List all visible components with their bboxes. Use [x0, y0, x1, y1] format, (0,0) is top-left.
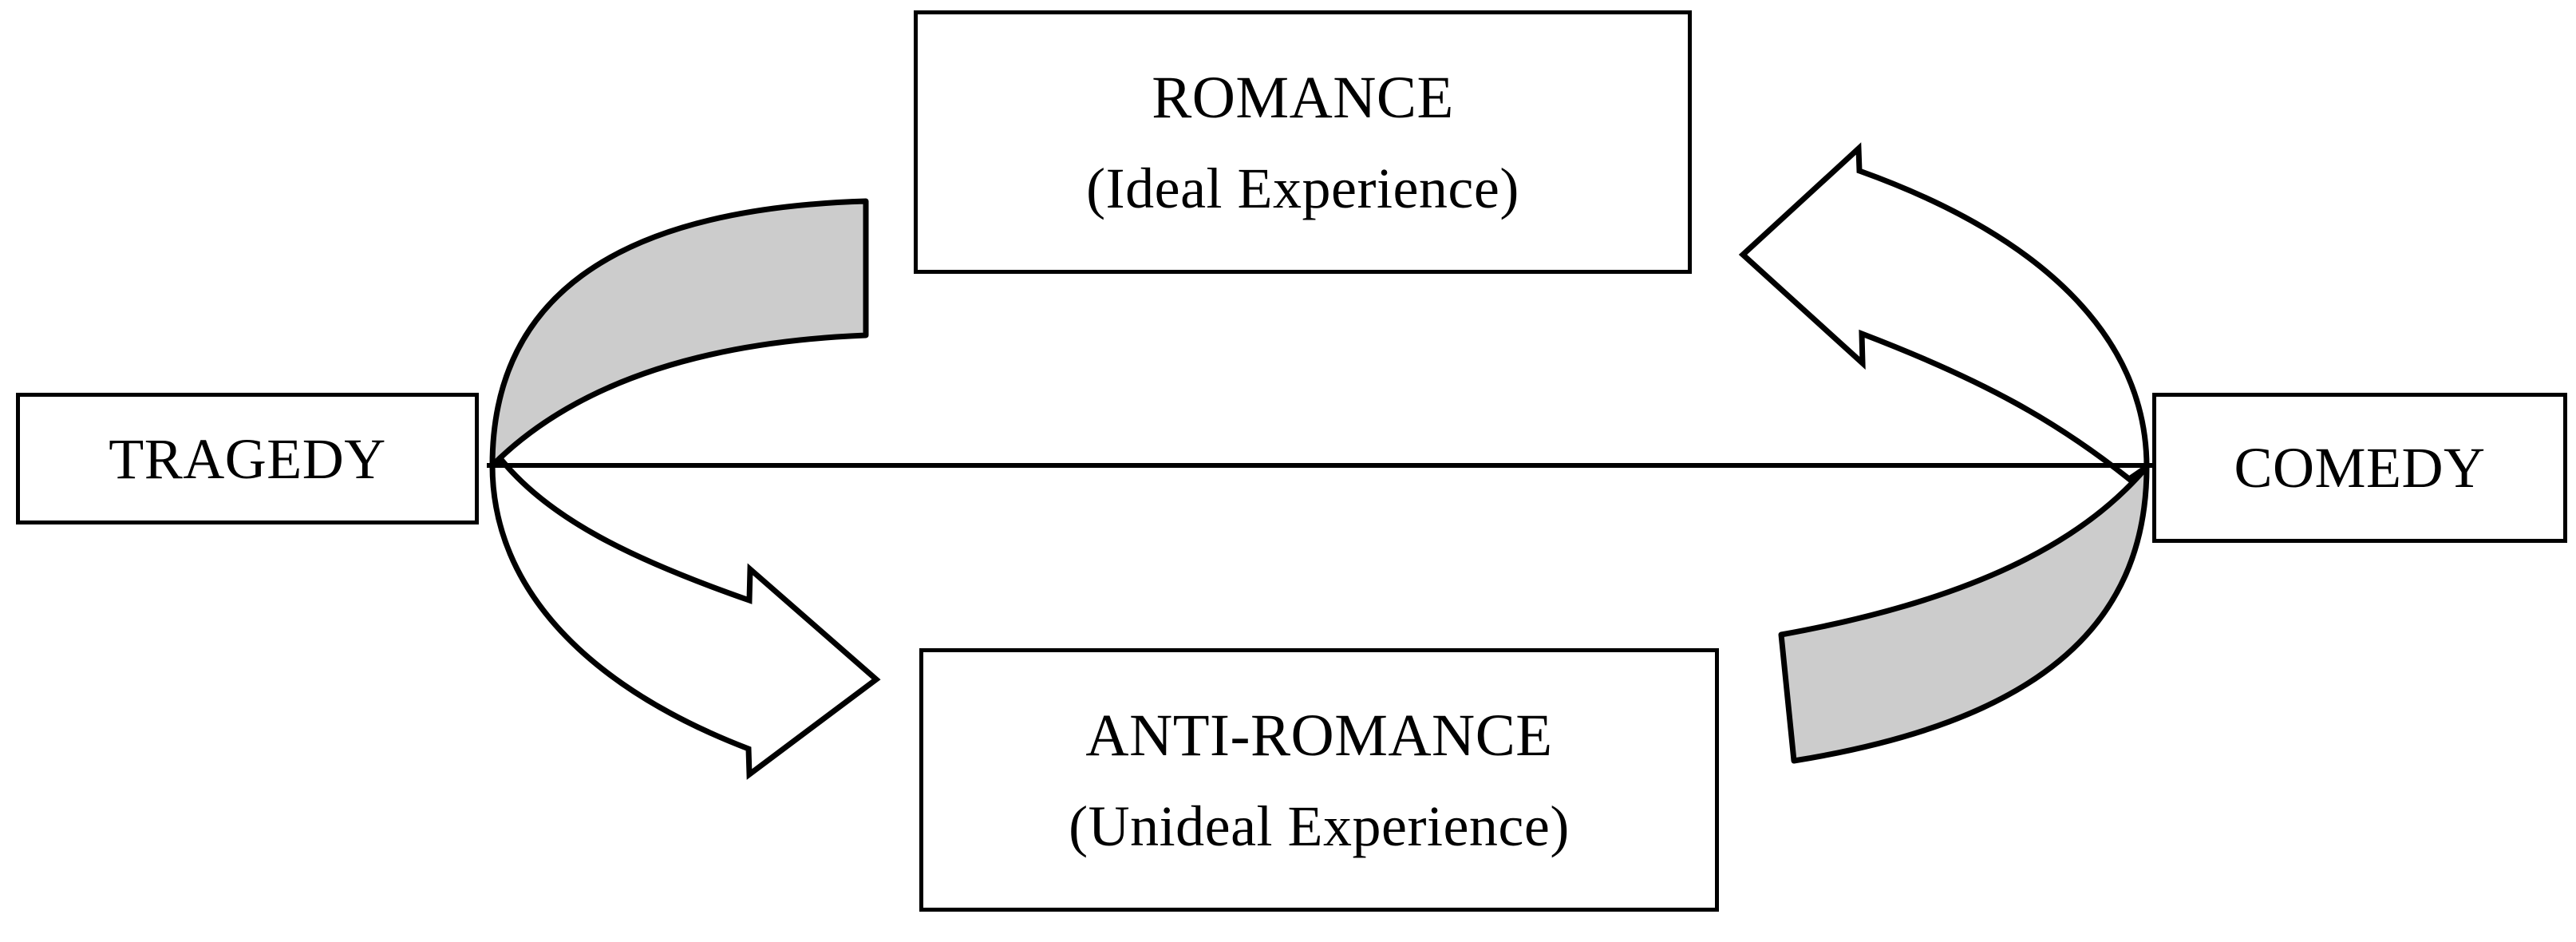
node-anti-romance-title: ANTI-ROMANCE: [1085, 702, 1553, 769]
arc-arrow-comedy-to-romance: [1738, 142, 2150, 483]
arc-arrow-tragedy-to-anti-romance: [489, 457, 881, 780]
node-comedy-title: COMEDY: [2234, 436, 2486, 500]
node-romance-subtitle: (Ideal Experience): [1086, 156, 1519, 220]
node-box-anti-romance[interactable]: ANTI-ROMANCE (Unideal Experience): [919, 648, 1719, 912]
node-tragedy-title: TRAGEDY: [109, 426, 386, 491]
node-anti-romance-subtitle: (Unideal Experience): [1069, 794, 1570, 858]
node-box-tragedy[interactable]: TRAGEDY: [16, 393, 479, 524]
node-box-romance[interactable]: ROMANCE (Ideal Experience): [914, 10, 1692, 274]
arc-comedy-to-anti-romance: [1778, 464, 2150, 764]
node-romance-title: ROMANCE: [1152, 64, 1454, 131]
node-box-comedy[interactable]: COMEDY: [2152, 393, 2567, 543]
arc-tragedy-to-romance: [489, 198, 869, 469]
